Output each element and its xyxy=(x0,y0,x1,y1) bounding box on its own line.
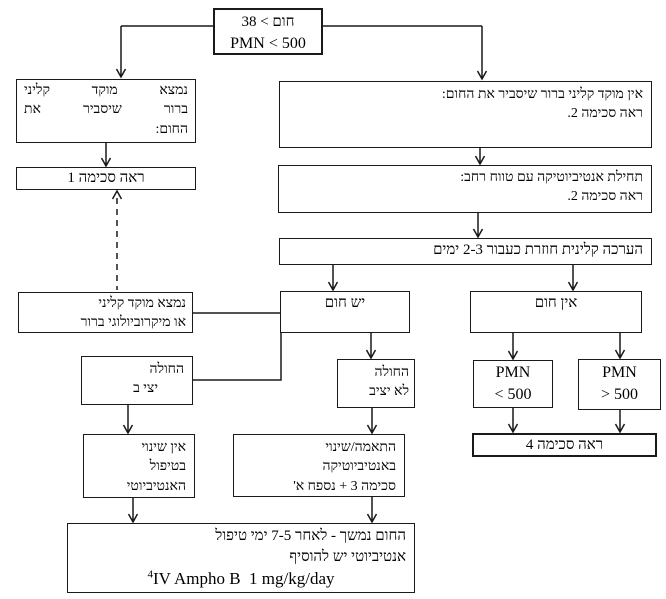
node-text-line: אין שינוי xyxy=(141,440,186,455)
node-text-line: האנטיביוטי xyxy=(126,478,186,494)
connector-start-to-no-focus xyxy=(476,26,488,81)
connector-fever-to-unstable xyxy=(365,333,377,360)
node-text-line: PMN xyxy=(495,364,531,381)
node-text-line: תחילת אנטיביוטיקה עם טווח רחב: xyxy=(460,170,643,185)
node-text-line: < 500 xyxy=(494,386,532,404)
node-text-line: סכימה 3 + נספח א' xyxy=(293,478,396,494)
node-text-line: החום: xyxy=(155,121,188,137)
connector-fever-to-stable-elbow xyxy=(193,333,282,381)
node-text-line: נמצא מוקד קליני xyxy=(24,83,188,98)
node-text-line: בטיפול xyxy=(149,459,186,475)
connector-antibiotics-to-reassessment xyxy=(472,213,484,239)
connector-adjust-to-persistent xyxy=(366,497,378,524)
node-text-line: ראה סכימה 1 xyxy=(67,170,145,186)
node-text-line: ראה סכימה 2. xyxy=(567,189,643,205)
node-text-line: PMN xyxy=(602,364,637,381)
footnote-mark: 4 xyxy=(147,568,154,581)
connector-pmn-high-to-scheme4 xyxy=(614,410,626,434)
node-fever-pmn: חום > 38 PMN < 500 xyxy=(213,8,323,55)
connector-pmn-low-to-scheme4 xyxy=(507,408,519,434)
node-fever-present: יש חום xyxy=(280,291,410,333)
node-drug-line: 4IV Ampho B 1 mg/kg/day xyxy=(76,567,406,590)
node-patient-unstable: החולה לא יציב xyxy=(337,359,415,408)
node-focus-found-clinical-or-micro: נמצא מוקד קליני או מיקרוביולוגי ברור xyxy=(18,292,193,333)
node-text-line: נמצא מוקד קליני xyxy=(98,296,186,311)
node-text-line: החולה xyxy=(374,365,409,380)
connector-reassessment-to-fever xyxy=(327,265,339,292)
node-text-line: אין חום xyxy=(534,295,578,311)
node-text-line: > 500 xyxy=(600,386,639,404)
node-clinical-reassessment: הערכה קלינית חוזרת כעבור 2-3 ימים xyxy=(279,238,652,265)
connector-no-change-to-persistent xyxy=(127,498,139,524)
node-text-line: יצי ב xyxy=(133,381,158,397)
node-clinical-focus-found: נמצא מוקד קליני ברור שיסביר את החום: xyxy=(16,79,196,143)
connector-stable-to-no-change xyxy=(122,405,134,435)
node-see-scheme-1: ראה סכימה 1 xyxy=(16,167,196,190)
connector-reassessment-to-no-fever xyxy=(567,265,579,292)
node-text-line: אנטיביוטי יש להוסיף xyxy=(289,548,406,565)
node-text-line: אין מוקד קליני ברור שיסביר את החום: xyxy=(441,87,643,102)
node-text-line: לא יציב xyxy=(369,384,409,400)
connector-no-fever-to-pmn-high xyxy=(614,333,626,360)
node-text-line: הערכה קלינית חוזרת כעבור 2-3 ימים xyxy=(433,242,643,258)
drug-text: IV Ampho B 1 mg/kg/day xyxy=(153,569,335,589)
node-no-fever: אין חום xyxy=(470,291,642,333)
connector-start-to-focus-found xyxy=(115,26,127,79)
node-pmn-over-500: PMN > 500 xyxy=(578,359,661,410)
connector-no-fever-to-pmn-low xyxy=(507,333,519,361)
node-text-line: חום > 38 xyxy=(241,14,295,30)
node-text-line: PMN < 500 xyxy=(230,34,306,52)
node-text-line: ראה סכימה 4 xyxy=(525,437,604,453)
node-text-line: יש חום xyxy=(324,295,366,311)
node-see-scheme-4: ראה סכימה 4 xyxy=(472,433,657,457)
node-patient-stable: החולה יצי ב xyxy=(81,356,193,405)
node-start-broad-antibiotics: תחילת אנטיביוטיקה עם טווח רחב: ראה סכימה… xyxy=(278,165,652,213)
node-text-line: ראה סכימה 2. xyxy=(567,106,643,122)
node-pmn-under-500: PMN < 500 xyxy=(473,360,553,408)
connector-focus-found-to-scheme1 xyxy=(100,143,112,168)
connector-no-focus-to-antibiotics xyxy=(474,148,486,166)
node-text-line: החום נמשך - לאחר 7-5 ימי טיפול xyxy=(215,528,406,544)
connector-unstable-to-adjust xyxy=(366,408,378,435)
node-no-clinical-focus: אין מוקד קליני ברור שיסביר את החום: ראה … xyxy=(279,81,652,148)
node-persistent-fever-ampho: החום נמשך - לאחר 7-5 ימי טיפול אנטיביוטי… xyxy=(67,523,415,593)
node-text-line: או מיקרוביולוגי ברור xyxy=(80,315,186,331)
node-adjust-antibiotics: התאמה/שינוי באנטיביוטיקה סכימה 3 + נספח … xyxy=(233,434,405,497)
node-text-line: ברור שיסביר את xyxy=(24,102,188,118)
node-text-line: באנטיביוטיקה xyxy=(322,459,397,475)
node-no-antibiotic-change: אין שינוי בטיפול האנטיביוטי xyxy=(83,434,195,498)
arrowhead-up-scheme1 xyxy=(111,189,123,200)
node-text-line: התאמה/שינוי xyxy=(325,440,396,455)
node-text-line: החולה xyxy=(149,362,184,377)
